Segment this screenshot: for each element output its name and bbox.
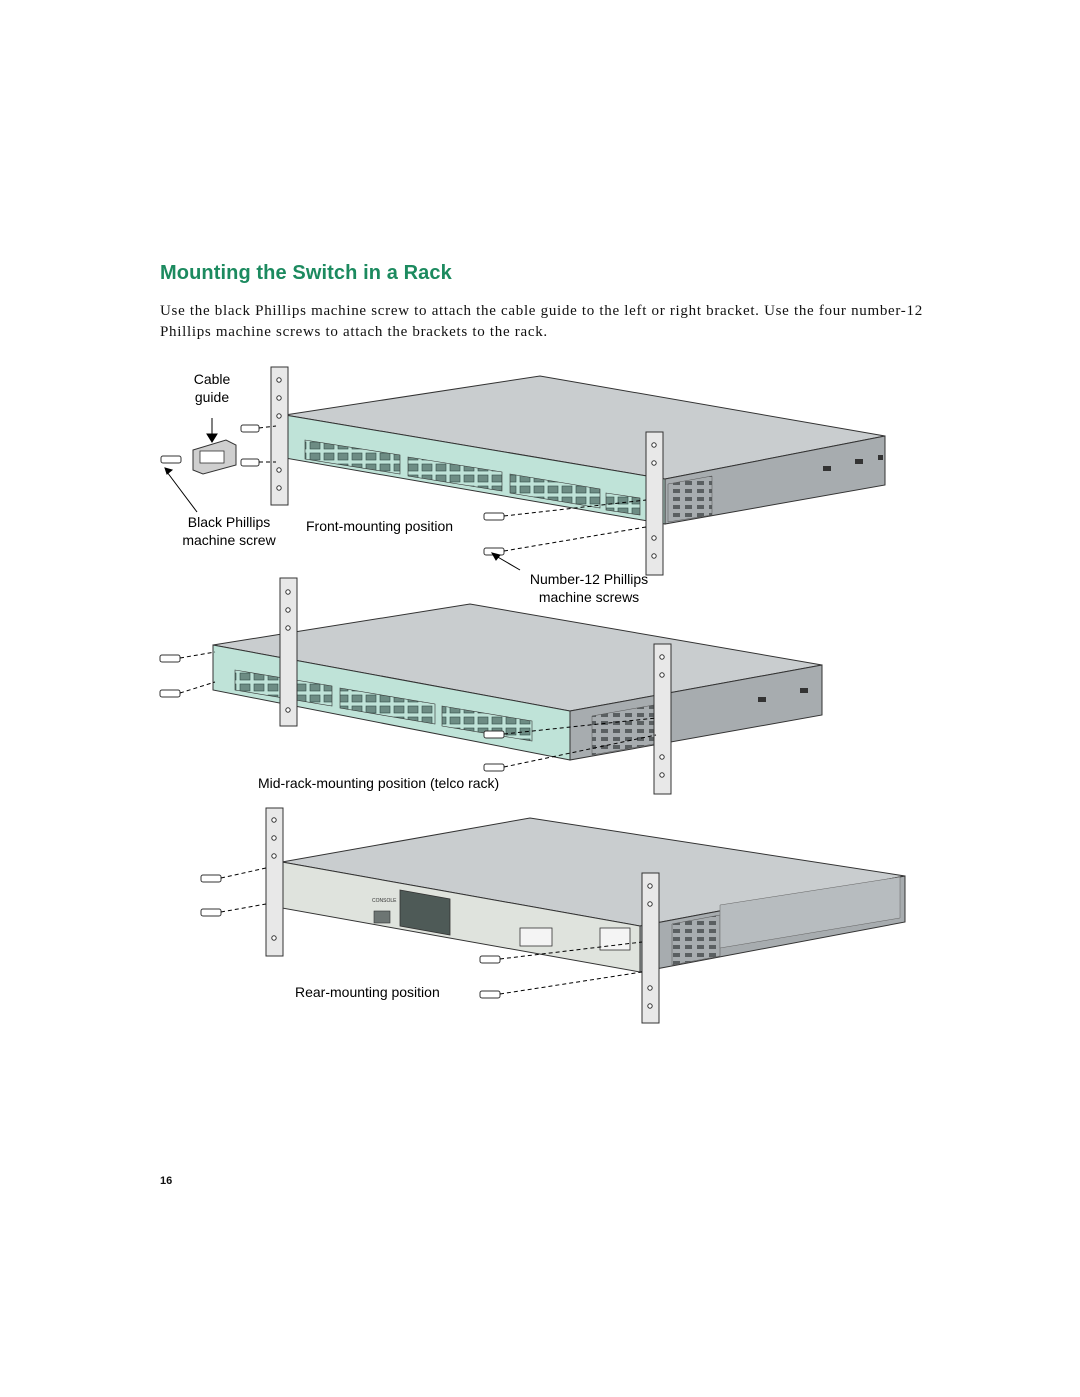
section-title: Mounting the Switch in a Rack [160, 262, 452, 284]
left-bracket-front [270, 366, 289, 506]
right-bracket-rear [641, 872, 660, 1024]
console-port-label: CONSOLE [372, 898, 397, 904]
rear-mount-switch [281, 817, 906, 973]
cable-guide-label: Cable guide [193, 371, 231, 405]
body-paragraph: Use the black Phillips machine screw to … [160, 303, 923, 340]
number12-screws-label: Number-12 Phillips machine screws [529, 571, 649, 605]
black-phillips-label: Black Phillips machine screw [182, 514, 276, 548]
screw-icon [159, 654, 505, 772]
leader-lines-mid [179, 651, 657, 768]
rear-mounting-label: Rear-mounting position [295, 984, 440, 1000]
right-bracket-front [645, 431, 664, 576]
leader-lines-front [164, 418, 647, 571]
leader-lines-rear [220, 867, 643, 995]
front-mount-switch [284, 375, 886, 525]
mid-rack-switch [212, 603, 823, 761]
mid-rack-label: Mid-rack-mounting position (telco rack) [258, 775, 500, 791]
left-bracket-rear [265, 807, 284, 957]
page-number: 16 [160, 1175, 173, 1187]
front-mounting-label: Front-mounting position [306, 518, 454, 534]
left-bracket-mid [279, 577, 298, 727]
right-bracket-mid [653, 643, 672, 795]
screw-icon [200, 874, 501, 999]
cable-guide [192, 439, 237, 475]
